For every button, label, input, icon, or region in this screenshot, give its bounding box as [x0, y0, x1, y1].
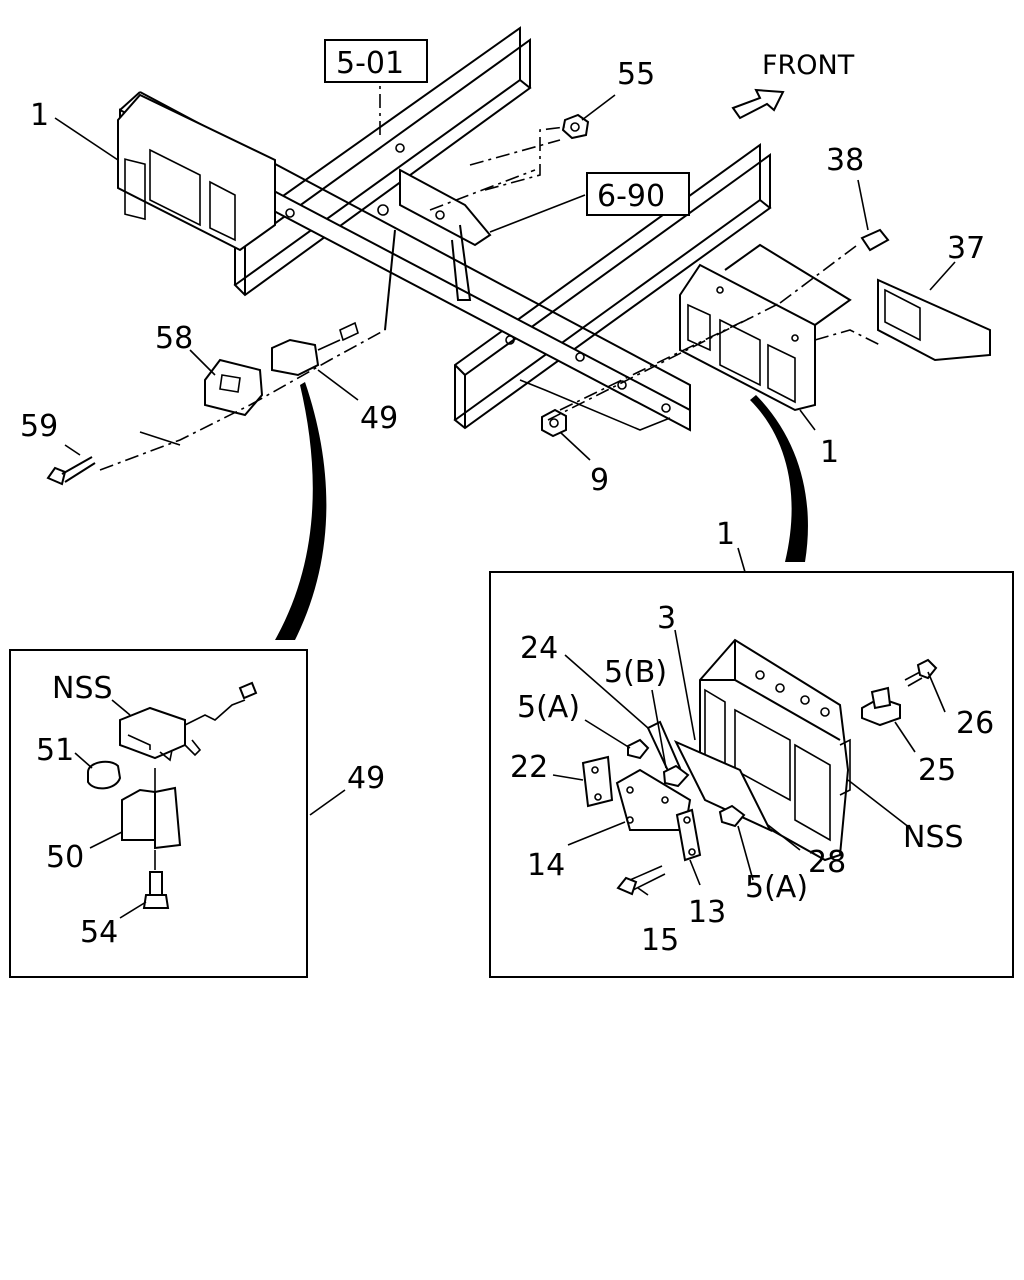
ref-6-90: 6-90: [597, 179, 665, 214]
label-1-left: 1: [30, 98, 49, 133]
detail-1-label-25: 25: [918, 753, 956, 788]
detail-1-label-5b: 5(B): [604, 655, 667, 690]
detail-1-nss: NSS: [903, 820, 964, 855]
detail-1-label-14: 14: [527, 848, 565, 883]
detail-49-panel: [9, 649, 346, 978]
label-37: 37: [947, 231, 985, 266]
label-1-right: 1: [820, 435, 839, 470]
detail-1-title: 1: [716, 517, 735, 552]
label-9: 9: [590, 463, 609, 498]
detail-1-label-28: 28: [808, 845, 846, 880]
detail-1-label-26: 26: [956, 706, 994, 741]
detail-1-label-13: 13: [688, 895, 726, 930]
detail-1-label-3: 3: [657, 601, 676, 636]
ref-box-5-01: [324, 39, 428, 83]
pointer-to-detail-49: [275, 382, 327, 640]
detail-1-label-22: 22: [510, 750, 548, 785]
detail-1-label-24: 24: [520, 631, 558, 666]
detail-49-title: 49: [347, 761, 385, 796]
detail-1-label-5a-left: 5(A): [517, 690, 580, 725]
label-58: 58: [155, 321, 193, 356]
detail-1-label-5a-right: 5(A): [745, 870, 808, 905]
detail-1-label-15: 15: [641, 923, 679, 958]
front-label: FRONT: [762, 50, 855, 81]
front-arrow-icon: [731, 88, 785, 120]
detail-1-panel: [489, 547, 1014, 978]
label-59: 59: [20, 409, 58, 444]
label-49: 49: [360, 401, 398, 436]
detail-49-label-50: 50: [46, 840, 84, 875]
label-55: 55: [617, 57, 655, 92]
detail-49-label-54: 54: [80, 915, 118, 950]
ref-5-01: 5-01: [336, 46, 404, 81]
detail-49-nss: NSS: [52, 671, 113, 706]
pointer-to-detail-1: [750, 395, 808, 562]
label-38: 38: [826, 143, 864, 178]
detail-49-label-51: 51: [36, 733, 74, 768]
frame-assembly: [46, 26, 991, 640]
ref-box-6-90: [586, 172, 690, 216]
